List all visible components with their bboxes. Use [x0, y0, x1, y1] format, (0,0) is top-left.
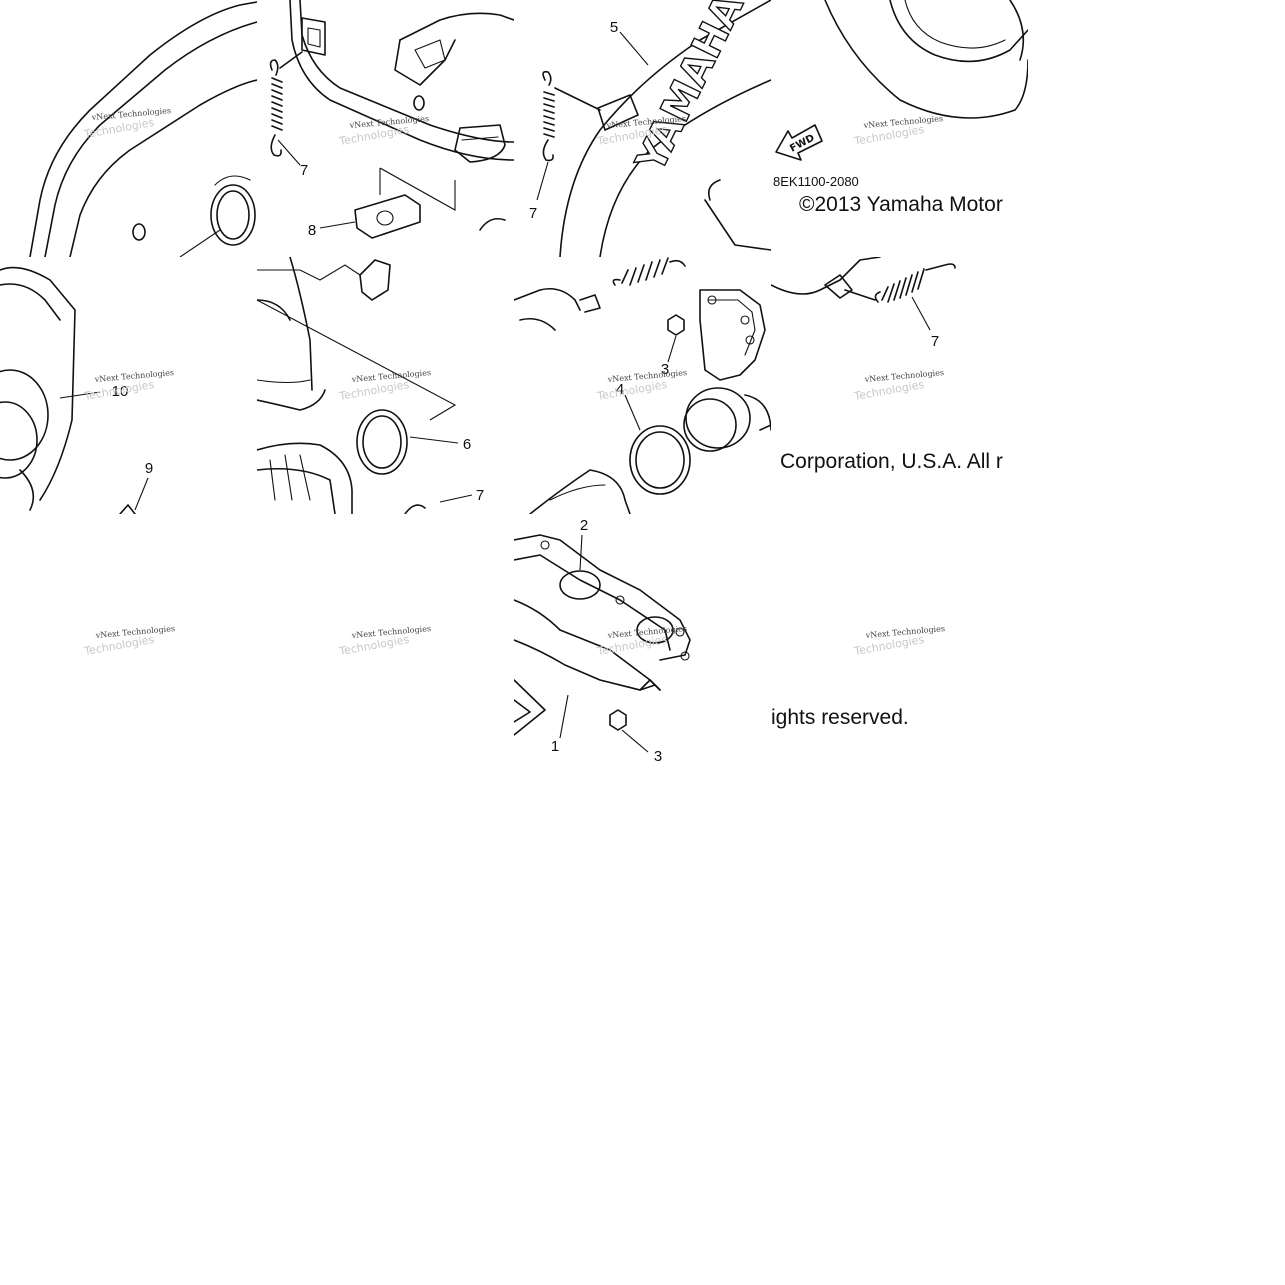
copyright-line-1: ©2013 Yamaha Motor: [799, 193, 1003, 216]
watermark: Technologies vNext Technologies: [852, 114, 943, 148]
copyright-line-3: ights reserved.: [771, 706, 909, 729]
callout-part-3b: 3: [654, 748, 662, 765]
part-code: 8EK1100-2080: [773, 174, 859, 189]
watermark: Technologies vNext Technologies: [852, 368, 944, 403]
callout-part-7b: 7: [529, 205, 537, 222]
silencer-body: [536, 0, 771, 257]
exhaust-manifold: [514, 534, 691, 753]
watermark: Technologies vNext Technologies: [337, 624, 431, 658]
watermark: Technologies vNext Technologies: [595, 368, 687, 403]
watermark: Technologies vNext Technologies: [595, 624, 687, 658]
airbox-body: [0, 266, 149, 514]
callout-part-7c: 7: [476, 487, 484, 504]
callout-part-6: 6: [463, 436, 471, 453]
callout-part-3a: 3: [661, 361, 669, 378]
exhaust-flange-area: [514, 257, 771, 514]
exhaust-tube-joint: [257, 257, 473, 514]
callout-part-7a: 7: [300, 162, 308, 179]
fwd-arrow-icon: FWD: [775, 124, 823, 161]
callout-part-10: 10: [112, 383, 129, 400]
callout-part-9: 9: [145, 460, 153, 477]
spring-assembly: [771, 257, 956, 331]
callout-part-4: 4: [616, 381, 624, 398]
muffler-bracket-area: [269, 0, 514, 239]
watermark: Technologies vNext Technologies: [852, 624, 945, 658]
silencer-end-cap: [824, 0, 1028, 119]
callout-part-5: 5: [610, 19, 618, 36]
callout-part-1: 1: [551, 738, 559, 755]
callout-part-7d: 7: [931, 333, 939, 350]
copyright-line-2: Corporation, U.S.A. All r: [780, 450, 1003, 473]
airbox-housing: [29, 1, 257, 257]
callout-part-2: 2: [580, 517, 588, 534]
watermark: Technologies vNext Technologies: [82, 624, 175, 658]
watermark: Technologies vNext Technologies: [337, 114, 429, 148]
watermark: Technologies vNext Technologies: [337, 368, 431, 403]
yamaha-silencer-marking: YAMAHA: [627, 0, 753, 180]
callout-part-8: 8: [308, 222, 316, 239]
watermark: Technologies vNext Technologies: [82, 106, 171, 141]
